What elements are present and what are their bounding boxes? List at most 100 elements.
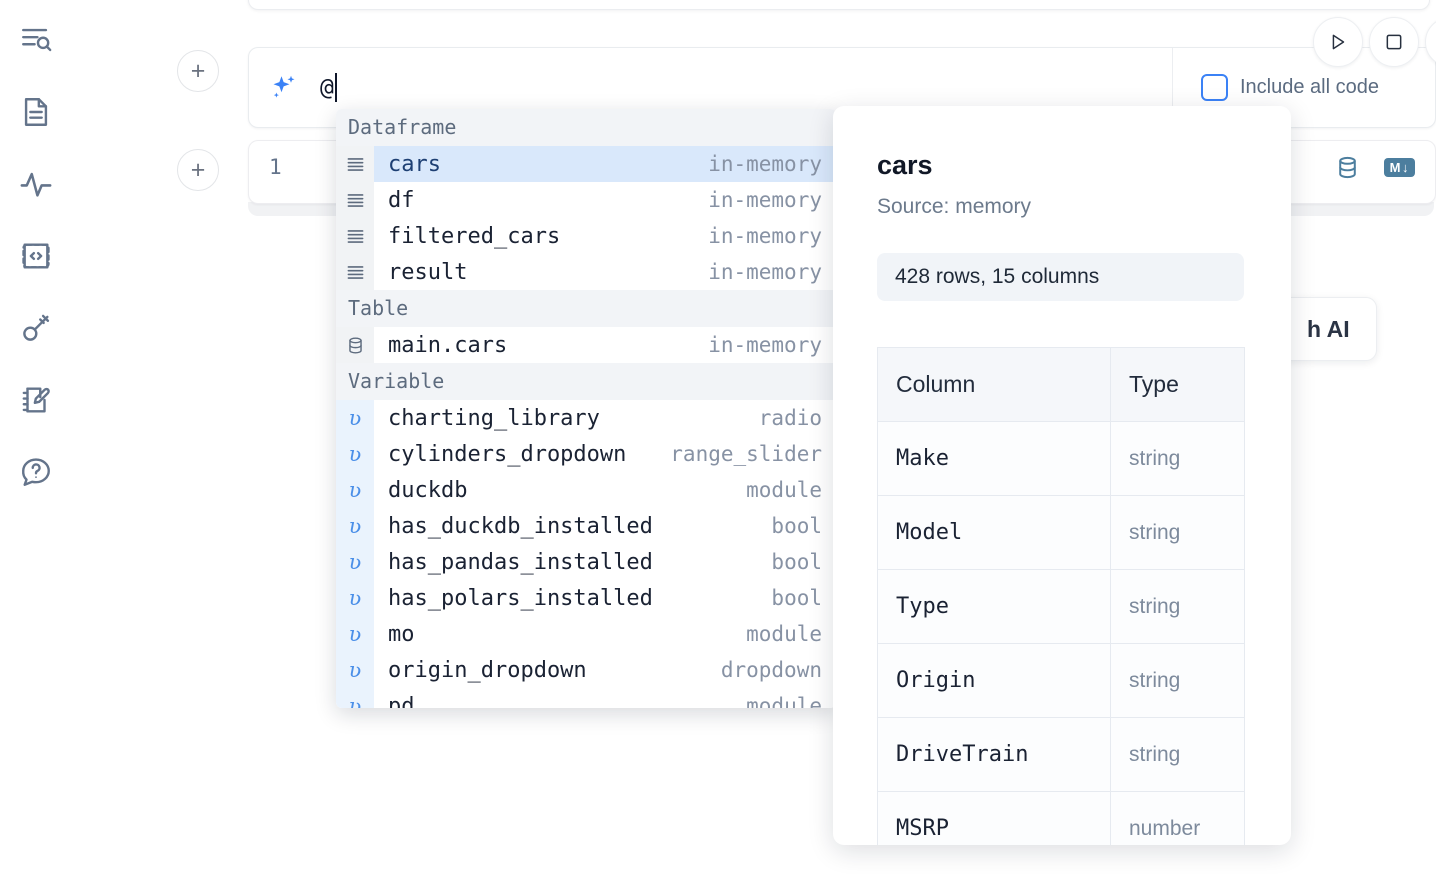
preview-source: Source: memory: [877, 195, 1031, 219]
markdown-icon[interactable]: M↓: [1384, 158, 1415, 177]
markdown-letter: M: [1390, 161, 1401, 174]
autocomplete-item[interactable]: ʋmomodule: [336, 616, 836, 652]
include-all-code-label: Include all code: [1240, 76, 1379, 99]
autocomplete-item[interactable]: ʋpdmodule: [336, 688, 836, 708]
table-row: Originstring: [878, 644, 1245, 718]
variable-v-icon: ʋ: [336, 688, 374, 708]
autocomplete-item[interactable]: ʋcharting_libraryradio: [336, 400, 836, 436]
left-icon-rail: [0, 0, 72, 874]
add-cell-label: +: [191, 59, 206, 84]
variable-v-icon: ʋ: [336, 472, 374, 508]
autocomplete-item-meta: in-memory: [708, 152, 836, 176]
ai-prompt-input[interactable]: @: [320, 68, 1172, 108]
column-name-cell: Type: [878, 570, 1111, 644]
autocomplete-item-meta: in-memory: [708, 224, 836, 248]
table-row: DriveTrainstring: [878, 718, 1245, 792]
autocomplete-item-meta: in-memory: [708, 260, 836, 284]
autocomplete-item[interactable]: ʋhas_duckdb_installedbool: [336, 508, 836, 544]
autocomplete-item[interactable]: ʋduckdbmodule: [336, 472, 836, 508]
autocomplete-item-meta: range_slider: [670, 442, 836, 466]
autocomplete-item-meta: bool: [771, 514, 836, 538]
preview-title: cars: [877, 150, 933, 181]
code-snippet-icon[interactable]: [14, 234, 58, 278]
autocomplete-item-meta: bool: [771, 586, 836, 610]
autocomplete-item[interactable]: carsin-memory: [336, 146, 836, 182]
cell-language-actions: M↓: [1335, 155, 1415, 180]
column-type-cell: string: [1111, 496, 1245, 570]
autocomplete-item[interactable]: main.carsin-memory: [336, 327, 836, 363]
square-icon: [1384, 32, 1404, 52]
markdown-arrow: ↓: [1402, 161, 1409, 174]
dataframe-lines-icon: [336, 254, 374, 290]
autocomplete-group-header: Table: [336, 290, 836, 327]
add-cell-button-below[interactable]: +: [177, 149, 219, 191]
autocomplete-dropdown[interactable]: Dataframecarsin-memorydfin-memoryfiltere…: [336, 109, 836, 708]
stop-button[interactable]: [1369, 17, 1419, 67]
column-name-cell: DriveTrain: [878, 718, 1111, 792]
generate-with-ai-label: h AI: [1307, 316, 1350, 343]
autocomplete-item-name: duckdb: [374, 478, 746, 503]
database-icon[interactable]: [1335, 155, 1360, 180]
table-header-row: Column Type: [878, 348, 1245, 422]
autocomplete-item[interactable]: ʋhas_pandas_installedbool: [336, 544, 836, 580]
autocomplete-group-header: Dataframe: [336, 109, 836, 146]
column-type-cell: string: [1111, 422, 1245, 496]
column-name-cell: MSRP: [878, 792, 1111, 846]
autocomplete-item-name: has_polars_installed: [374, 586, 771, 611]
line-number: 1: [269, 155, 282, 179]
autocomplete-group-header: Variable: [336, 363, 836, 400]
autocomplete-item-meta: in-memory: [708, 333, 836, 357]
autocomplete-item-name: filtered_cars: [374, 224, 708, 249]
scratchpad-edit-icon[interactable]: [14, 378, 58, 422]
autocomplete-item-name: df: [374, 188, 708, 213]
variable-v-icon: ʋ: [336, 544, 374, 580]
add-cell-button-above[interactable]: +: [177, 50, 219, 92]
dataframe-preview-panel: cars Source: memory 428 rows, 15 columns…: [833, 106, 1291, 845]
column-type-cell: number: [1111, 792, 1245, 846]
autocomplete-item-meta: module: [746, 622, 836, 646]
table-row: MSRPnumber: [878, 792, 1245, 846]
autocomplete-item-name: has_duckdb_installed: [374, 514, 771, 539]
autocomplete-item-meta: bool: [771, 550, 836, 574]
column-name-cell: Make: [878, 422, 1111, 496]
preview-stats-badge: 428 rows, 15 columns: [877, 253, 1244, 301]
activity-pulse-icon[interactable]: [14, 162, 58, 206]
dataframe-lines-icon: [336, 218, 374, 254]
column-name-cell: Origin: [878, 644, 1111, 718]
autocomplete-item[interactable]: ʋhas_polars_installedbool: [336, 580, 836, 616]
autocomplete-item-name: charting_library: [374, 406, 759, 431]
column-type-cell: string: [1111, 644, 1245, 718]
autocomplete-item-meta: in-memory: [708, 188, 836, 212]
autocomplete-item-meta: dropdown: [721, 658, 836, 682]
variable-v-icon: ʋ: [336, 616, 374, 652]
include-all-code-checkbox[interactable]: [1201, 74, 1228, 101]
autocomplete-item[interactable]: filtered_carsin-memory: [336, 218, 836, 254]
column-header-column: Column: [878, 348, 1111, 422]
autocomplete-item[interactable]: dfin-memory: [336, 182, 836, 218]
include-all-code-toggle[interactable]: Include all code: [1201, 74, 1379, 101]
autocomplete-item-name: has_pandas_installed: [374, 550, 771, 575]
autocomplete-item-meta: module: [746, 478, 836, 502]
autocomplete-item-name: origin_dropdown: [374, 658, 721, 683]
help-chat-icon[interactable]: [14, 450, 58, 494]
preview-schema-table: Column Type MakestringModelstringTypestr…: [877, 347, 1245, 845]
add-cell-label: +: [191, 158, 206, 183]
table-row: Modelstring: [878, 496, 1245, 570]
autocomplete-item-name: cylinders_dropdown: [374, 442, 670, 467]
variable-v-icon: ʋ: [336, 400, 374, 436]
table-row: Makestring: [878, 422, 1245, 496]
autocomplete-item-meta: module: [746, 694, 836, 708]
generate-with-ai-button[interactable]: h AI: [1280, 297, 1377, 361]
previous-cell-partial: [248, 0, 1430, 10]
variable-v-icon: ʋ: [336, 436, 374, 472]
autocomplete-item-name: mo: [374, 622, 746, 647]
run-button[interactable]: [1313, 17, 1363, 67]
file-document-icon[interactable]: [14, 90, 58, 134]
text-cursor: [335, 73, 337, 102]
autocomplete-item[interactable]: resultin-memory: [336, 254, 836, 290]
explore-outline-icon[interactable]: [14, 18, 58, 62]
autocomplete-item[interactable]: ʋcylinders_dropdownrange_slider: [336, 436, 836, 472]
autocomplete-item[interactable]: ʋorigin_dropdowndropdown: [336, 652, 836, 688]
key-icon[interactable]: [14, 306, 58, 350]
